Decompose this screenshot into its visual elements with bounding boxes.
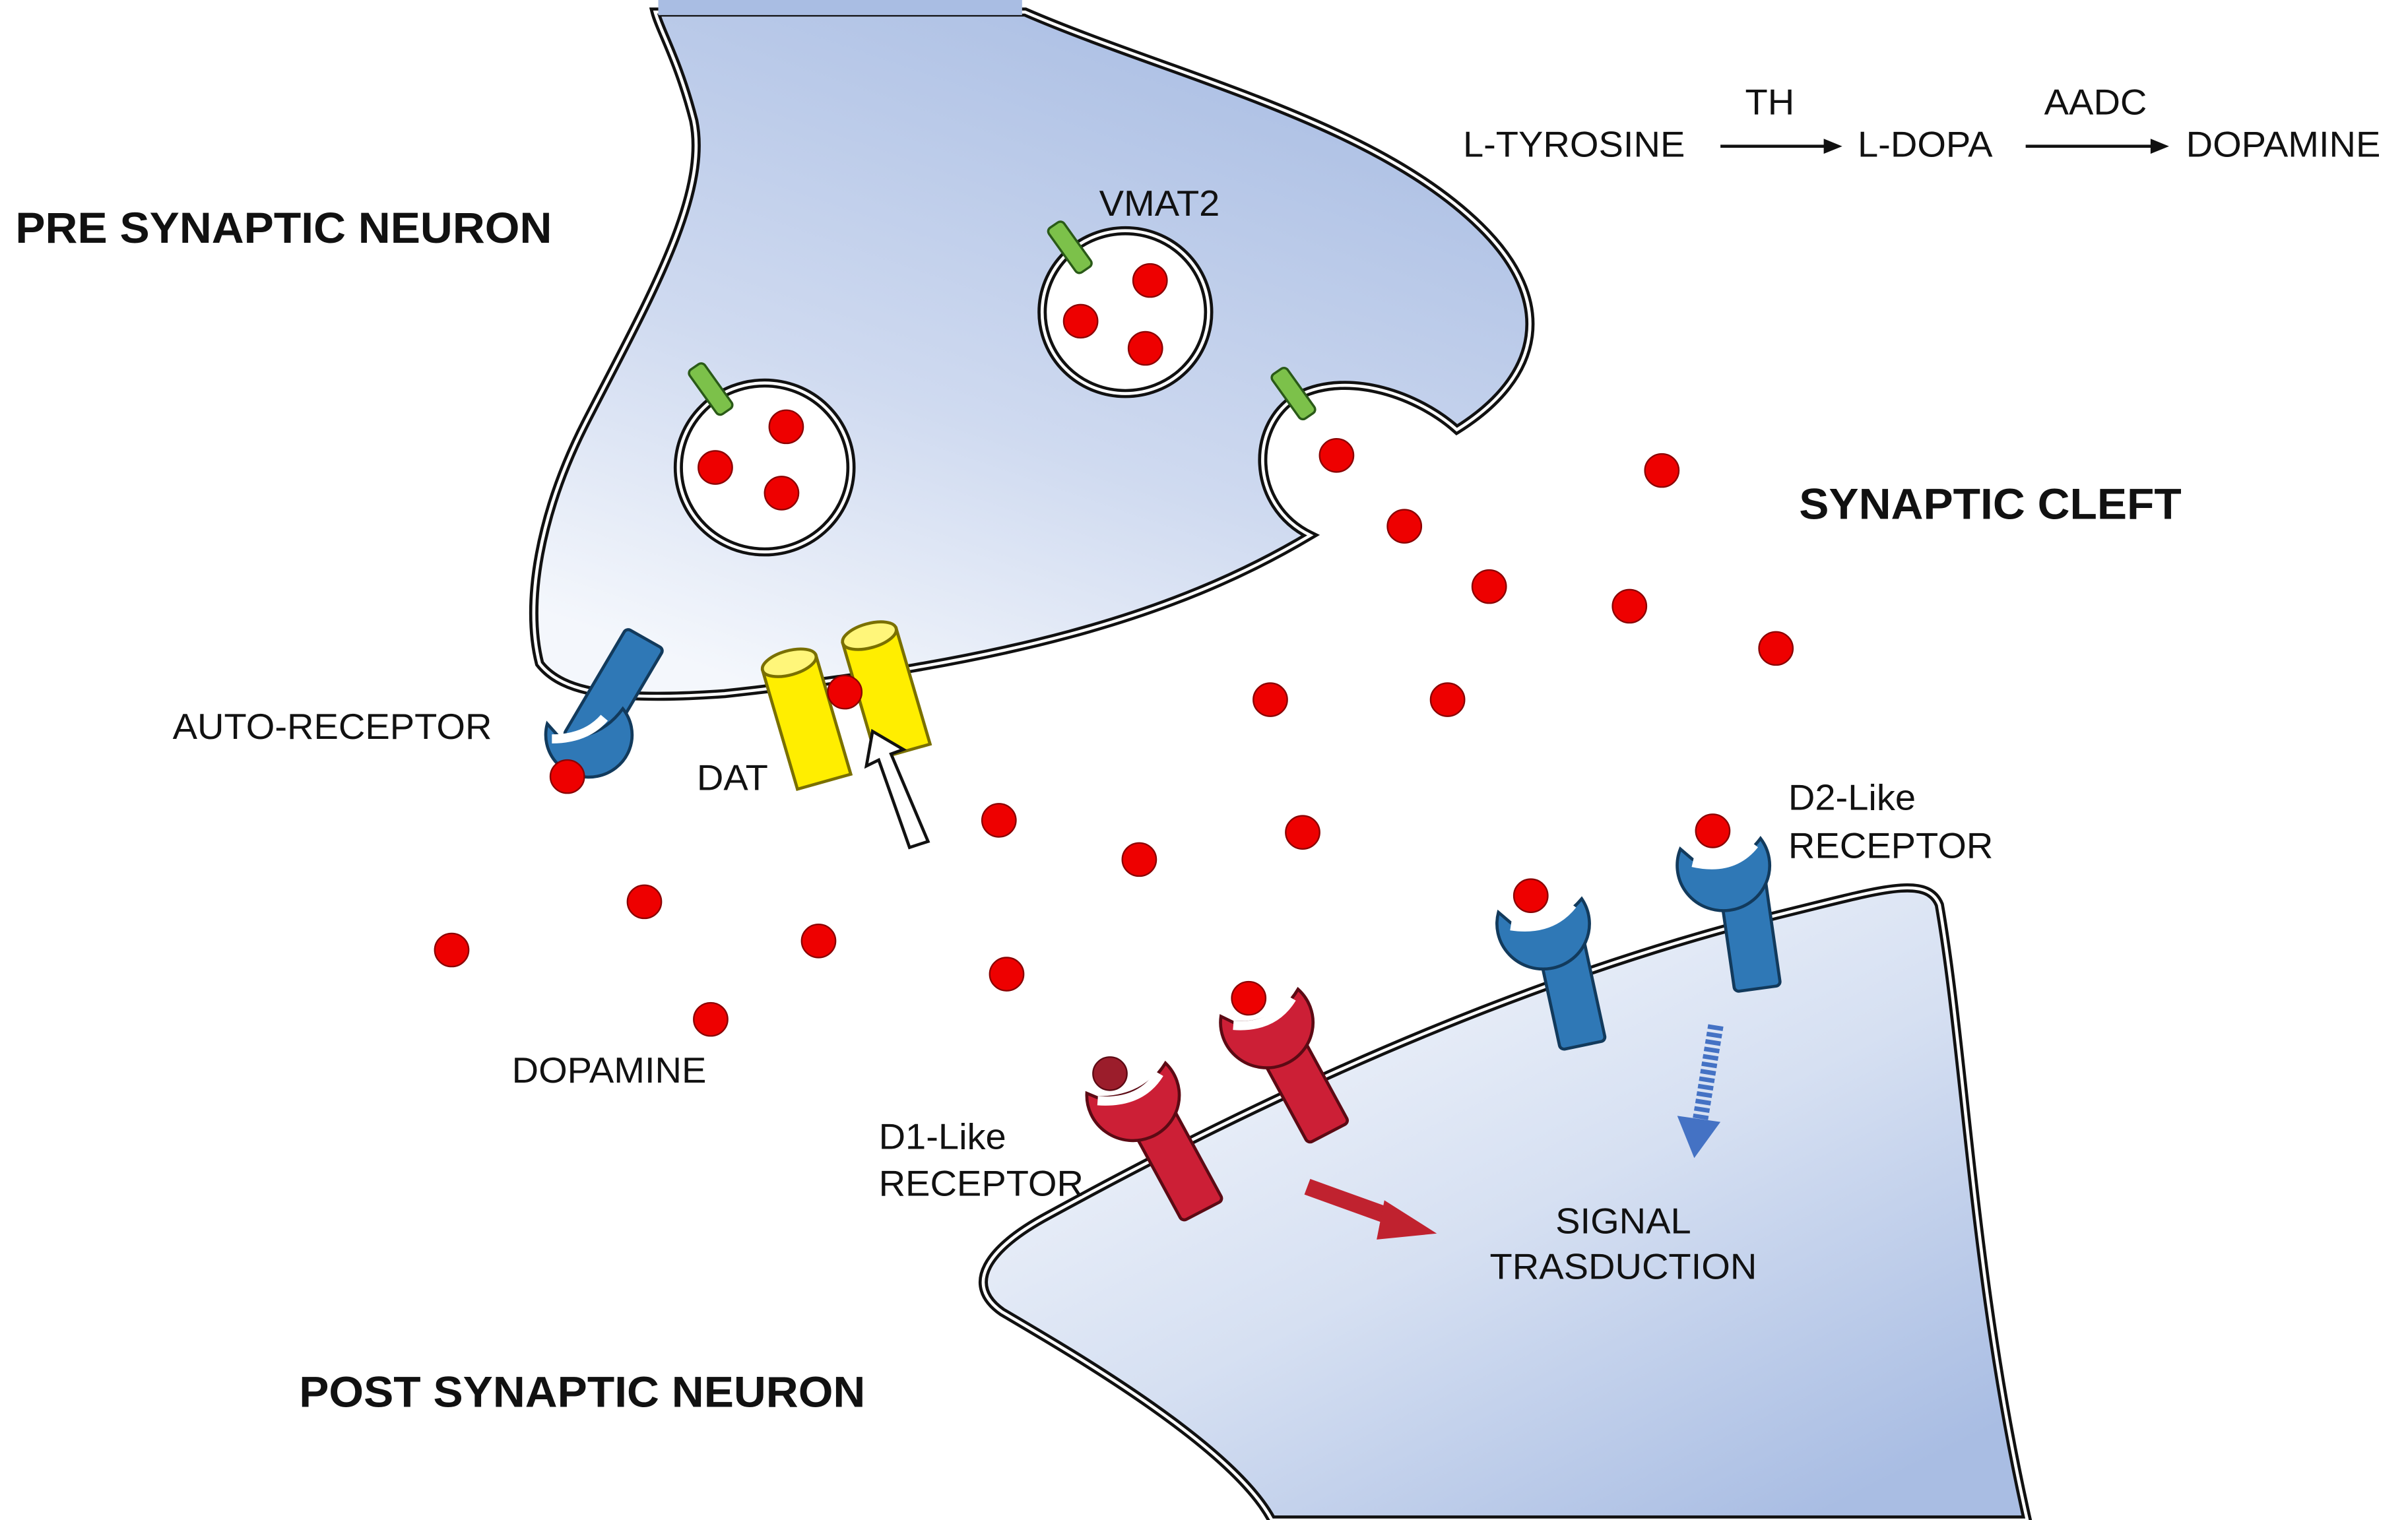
reuptake-arrow <box>864 728 930 850</box>
dopamine-molecule <box>1471 569 1507 604</box>
dat-label: DAT <box>697 757 768 798</box>
pathway-substrate: L-TYROSINE <box>1463 124 1685 164</box>
free-dopamine-group <box>434 437 1794 1037</box>
pathway-arrow <box>2025 139 2169 154</box>
synaptic-vesicle <box>1037 220 1214 398</box>
dopamine-molecule <box>981 803 1017 838</box>
post-synaptic-label: POST SYNAPTIC NEURON <box>299 1368 865 1416</box>
d2-receptor-label-line1: D2-Like <box>1788 777 1916 817</box>
d1-receptor-label-line2: RECEPTOR <box>879 1163 1084 1203</box>
pre-synaptic-membrane <box>529 7 1535 701</box>
dopamine-molecule <box>1062 303 1099 339</box>
auto-receptor <box>544 628 664 794</box>
pre-synaptic-label: PRE SYNAPTIC NEURON <box>15 204 552 253</box>
pathway-product: DOPAMINE <box>2186 124 2381 164</box>
dopamine-molecule <box>1758 631 1794 666</box>
pre-synaptic-neuron <box>529 0 1535 701</box>
vmat2-transporter <box>1047 220 1093 274</box>
dopamine-molecule <box>768 409 804 445</box>
d2-receptor-label-line2: RECEPTOR <box>1788 825 1993 866</box>
dopamine-molecule <box>1231 980 1267 1016</box>
dopamine-molecule <box>1386 509 1423 544</box>
synaptic-cleft-label: SYNAPTIC CLEFT <box>1799 480 2182 528</box>
dopamine-label: DOPAMINE <box>512 1050 707 1091</box>
d1-signal-arrow <box>1304 1179 1437 1240</box>
dopamine-molecule <box>1611 588 1648 624</box>
dopamine-molecule <box>1695 813 1731 848</box>
vmat2-transporter <box>1270 366 1317 421</box>
dopamine-molecule <box>989 957 1025 992</box>
vmat2-transporter <box>688 362 734 416</box>
d2-receptor <box>1495 878 1607 1051</box>
signal-transduction-label-line1: SIGNAL <box>1555 1201 1691 1241</box>
dopamine-molecule <box>764 476 800 511</box>
d2-signal-arrow <box>1677 1024 1724 1158</box>
vmat2-label: VMAT2 <box>1099 183 1220 223</box>
dopamine-molecule <box>800 924 837 959</box>
post-synaptic-neuron <box>979 883 2033 1520</box>
dopamine-molecule <box>626 884 663 920</box>
d1-receptor <box>1219 980 1350 1144</box>
dopamine-molecule <box>1092 1056 1128 1091</box>
pathway-intermediate: L-DOPA <box>1858 124 1993 164</box>
dopamine-molecule <box>434 932 470 968</box>
dopamine-molecule <box>1318 437 1355 473</box>
dopamine-molecule <box>693 1001 729 1037</box>
dopamine-molecule <box>1429 682 1466 717</box>
auto-receptor-label: AUTO-RECEPTOR <box>173 707 492 747</box>
pathway-arrow <box>1720 139 1842 154</box>
dopamine-molecule <box>1132 263 1168 298</box>
synaptic-vesicle <box>673 362 856 557</box>
pathway-enzyme1: TH <box>1745 82 1794 122</box>
dopamine-molecule <box>827 674 863 710</box>
dopamine-molecule <box>1121 842 1157 877</box>
dopamine-molecule <box>1644 453 1680 488</box>
d1-receptor <box>1085 1056 1223 1222</box>
dat-transporter <box>760 620 932 792</box>
dopamine-molecule <box>1513 878 1549 913</box>
dopamine-molecule <box>1127 331 1163 366</box>
dopamine-molecule <box>1285 815 1320 850</box>
d2-receptor <box>1676 813 1782 993</box>
dopamine-molecule <box>549 759 585 794</box>
synthesis-pathway: L-TYROSINE TH L-DOPA AADC DOPAMINE <box>1463 82 2380 164</box>
d1-receptor-label-line1: D1-Like <box>879 1116 1006 1156</box>
signal-transduction-label-line2: TRASDUCTION <box>1490 1246 1757 1286</box>
pathway-enzyme2: AADC <box>2044 82 2147 122</box>
dopamine-molecule <box>1253 682 1288 717</box>
dopamine-molecule <box>698 450 733 485</box>
